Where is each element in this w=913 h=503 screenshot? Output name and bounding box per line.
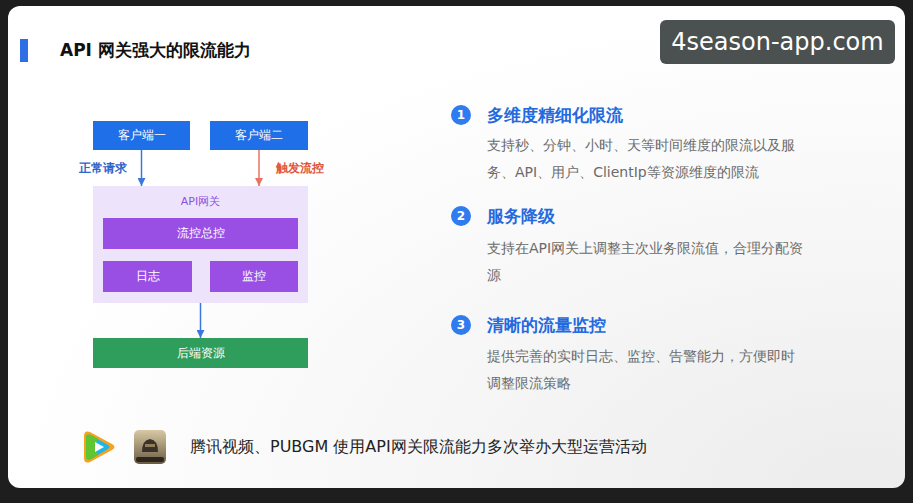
number-circle: 2: [451, 206, 471, 226]
usage-caption: 腾讯视频、PUBGM 使用API网关限流能力多次举办大型运营活动: [190, 437, 647, 457]
flow-arrow: [258, 150, 260, 186]
module-box: 监控: [210, 261, 298, 292]
node-text: 3: [457, 318, 465, 332]
node-text: 1: [457, 108, 465, 122]
circle-shape: [451, 105, 471, 125]
node-text: 后端资源: [177, 345, 225, 362]
feature-heading: 清晰的流量监控: [487, 314, 606, 336]
title-bar: [20, 39, 28, 62]
node-text: 流控总控: [177, 225, 225, 242]
circle-shape: [451, 206, 471, 226]
feature-description: 提供完善的实时日志、监控、告警能力，方便即时 调整限流策略: [487, 343, 815, 397]
flow-arrow: [141, 150, 143, 186]
tencent-video-icon: [84, 432, 115, 463]
module-box: 日志: [103, 261, 192, 292]
node-text: 客户端二: [235, 127, 283, 144]
node-text: 日志: [136, 268, 160, 285]
feature-description: 支持在API网关上调整主次业务限流值，合理分配资 源: [487, 235, 815, 289]
pubg-game-icon: [134, 430, 166, 464]
feature-heading: 多维度精细化限流: [487, 104, 623, 126]
circle-shape: [451, 315, 471, 335]
backend-box: 后端资源: [93, 338, 308, 368]
number-circle: 1: [451, 105, 471, 125]
client-box: 客户端一: [93, 121, 190, 150]
control-box: 流控总控: [103, 218, 298, 249]
feature-description: 支持秒、分钟、小时、天等时间维度的限流以及服 务、API、用户、ClientIp…: [487, 132, 815, 186]
feature-heading: 服务降级: [487, 205, 555, 227]
gateway-box: API网关流控总控日志 监控: [93, 186, 308, 303]
slide-title: API 网关强大的限流能力: [60, 39, 251, 61]
node-text: 2: [457, 209, 465, 223]
client-box: 客户端二: [210, 121, 308, 150]
node-text: 客户端一: [118, 127, 166, 144]
edge-label: 正常请求: [57, 160, 127, 176]
flow-arrow: [200, 303, 202, 338]
watermark: 4season-app.com: [660, 20, 895, 64]
node-text: API网关: [181, 194, 220, 209]
edge-label: 触发流控: [276, 160, 346, 176]
node-text: 监控: [242, 268, 266, 285]
number-circle: 3: [451, 315, 471, 335]
